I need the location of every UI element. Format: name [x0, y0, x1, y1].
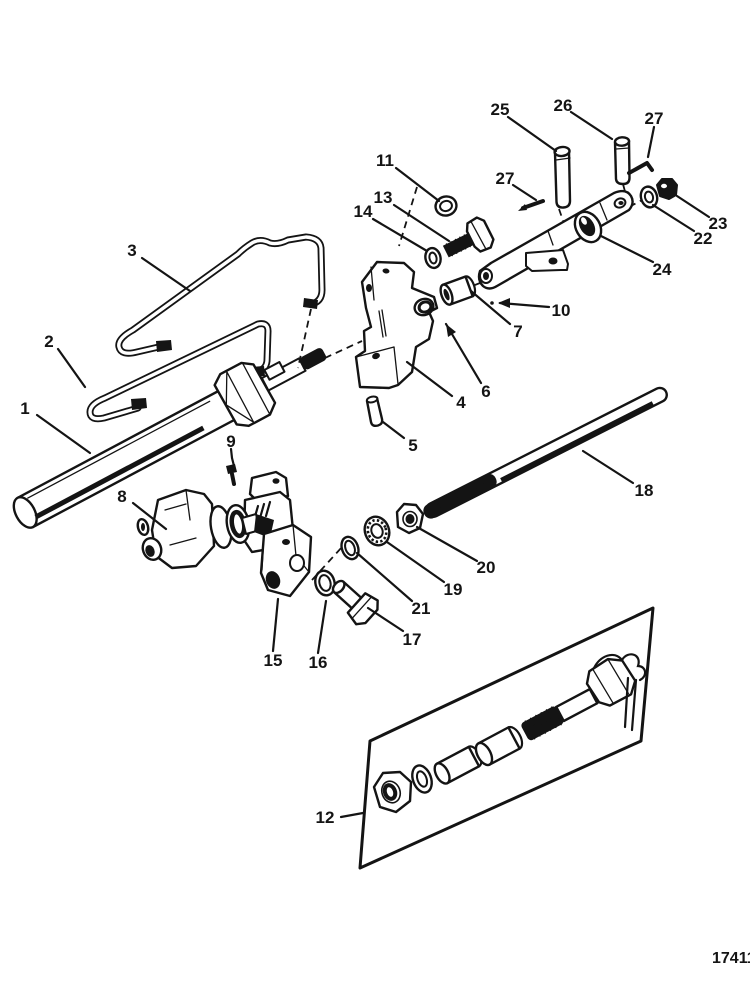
part-22-washer: [639, 185, 659, 209]
part-3-hydraulic-tube: [115, 233, 326, 357]
tube-3-end-fitting: [156, 340, 172, 352]
tube-2-end-fitting: [131, 398, 147, 410]
callout-8: 8: [117, 487, 126, 506]
part-18-rod: [423, 386, 668, 519]
callout-3: 3: [127, 241, 136, 260]
bolt-head: [465, 216, 495, 253]
tube-3-end-fitting: [303, 298, 318, 309]
part-21-washer: [340, 535, 360, 561]
callout-16: 16: [309, 653, 328, 672]
callout-11: 11: [376, 151, 394, 170]
callout-27-right: 27: [645, 109, 664, 128]
drawing-number: 17411: [712, 950, 750, 967]
callout-14: 14: [354, 202, 373, 221]
callout-24: 24: [653, 260, 672, 279]
part-12-hardware-kit: [358, 606, 655, 870]
callout-22: 22: [694, 229, 713, 248]
callout-23: 23: [709, 214, 728, 233]
callout-2: 2: [44, 332, 53, 351]
part-16-washer: [314, 569, 336, 597]
callout-7: 7: [513, 322, 522, 341]
part-15-block: [259, 523, 313, 598]
callout-5: 5: [408, 436, 417, 455]
part-17-plug: [331, 579, 379, 626]
leader-lines: [35, 110, 711, 819]
callout-15: 15: [264, 651, 283, 670]
part-13-bolt: [442, 216, 495, 258]
part-5-pin: [365, 395, 384, 428]
plug-head: [346, 592, 379, 626]
leader-arrowhead: [446, 324, 456, 337]
callout-21: 21: [412, 599, 431, 618]
kit-locknut: [372, 770, 413, 814]
grease-point: [490, 301, 494, 305]
coupler-nut: [213, 361, 277, 428]
part-26-pin: [613, 136, 631, 186]
callout-17: 17: [403, 630, 422, 649]
part-4-bracket: [354, 260, 439, 390]
callout-19: 19: [444, 580, 463, 599]
kit-spacer-large: [474, 725, 524, 767]
rod-slider: [263, 361, 286, 381]
callout-4: 4: [456, 393, 466, 412]
kit-lock-wire: [592, 653, 647, 732]
callout-27-left: 27: [496, 169, 515, 188]
callout-9: 9: [226, 432, 235, 451]
part-7-bushing: [439, 275, 477, 306]
part-14-washer: [424, 246, 442, 270]
kit-washer: [411, 764, 433, 794]
part-19-bearing: [363, 515, 391, 547]
part-24-link-arm: [477, 189, 634, 290]
callout-18: 18: [635, 481, 654, 500]
part-11-washer: [434, 195, 458, 217]
part-9-fitting: [226, 464, 237, 486]
part-23-nut: [656, 178, 678, 200]
part-27-cotter-pin-right: [627, 161, 654, 175]
callout-labels: 1 2 3 4 5 6 7 8 9 10 11 12 13 14 15 16 1…: [20, 96, 727, 827]
callout-10: 10: [552, 301, 571, 320]
kit-spacer-small: [433, 745, 483, 785]
leader-arrowhead: [498, 298, 510, 308]
rod-threaded-tip: [300, 348, 327, 370]
callout-13: 13: [374, 188, 393, 207]
callout-20: 20: [477, 558, 496, 577]
part-1-outer-tube: [12, 348, 327, 529]
part-20-nut: [395, 502, 425, 535]
part-25-pin: [553, 145, 572, 209]
callout-6: 6: [481, 382, 490, 401]
callout-26: 26: [554, 96, 573, 115]
callout-12: 12: [316, 808, 335, 827]
tube-end-cap: [12, 496, 38, 529]
callout-25: 25: [491, 100, 510, 119]
part-27-cotter-pin-left: [518, 199, 545, 211]
kit-bolt: [521, 657, 637, 741]
link-plate: [525, 249, 569, 272]
callout-1: 1: [20, 399, 29, 418]
